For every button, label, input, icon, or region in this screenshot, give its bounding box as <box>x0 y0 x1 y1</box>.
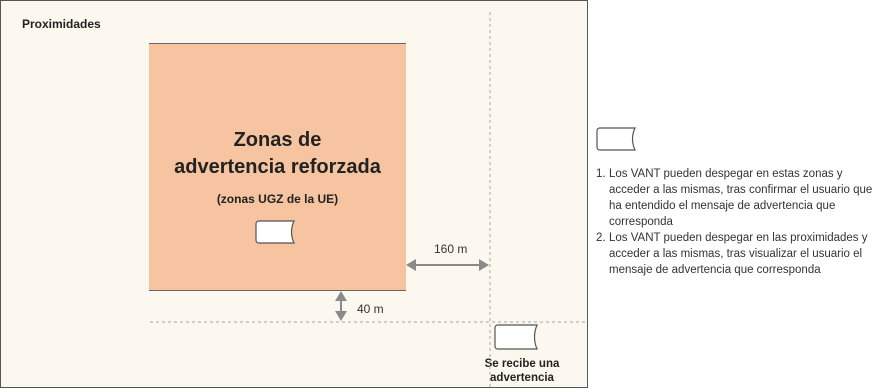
notice-line1: Se recibe una <box>484 358 560 370</box>
horizontal-distance-arrow <box>406 259 489 271</box>
warning-notice: Se recibe una advertencia <box>457 357 587 385</box>
note-text: Los VANT pueden despegar en estas zonas … <box>609 168 873 228</box>
zone-title: Zonas de advertencia reforzada <box>149 127 406 181</box>
message-tag-icon-legend <box>596 127 636 151</box>
note-number: 1. <box>596 168 606 180</box>
zone-title-line1: Zonas de <box>233 129 322 151</box>
zone-title-line2: advertencia reforzada <box>174 156 381 178</box>
note-number: 2. <box>596 232 606 244</box>
note-item: 2. Los VANT pueden despegar en las proxi… <box>596 230 874 278</box>
note-text: Los VANT pueden despegar en las proximid… <box>609 232 868 276</box>
vertical-distance-arrow <box>335 291 347 321</box>
vertical-distance-label: 40 m <box>357 302 384 316</box>
note-item: 1. Los VANT pueden despegar en estas zon… <box>596 166 874 230</box>
notes-list: 1. Los VANT pueden despegar en estas zon… <box>596 166 874 278</box>
notice-line2: advertencia <box>490 372 554 384</box>
message-tag-icon-notice <box>494 324 538 350</box>
zone-subtitle: (zonas UGZ de la UE) <box>216 192 339 206</box>
panel-title: Proximidades <box>22 17 101 31</box>
horizontal-distance-label: 160 m <box>434 242 468 256</box>
message-tag-icon-zone <box>255 220 295 244</box>
warning-zone: Zonas de advertencia reforzada (zonas UG… <box>149 43 406 291</box>
